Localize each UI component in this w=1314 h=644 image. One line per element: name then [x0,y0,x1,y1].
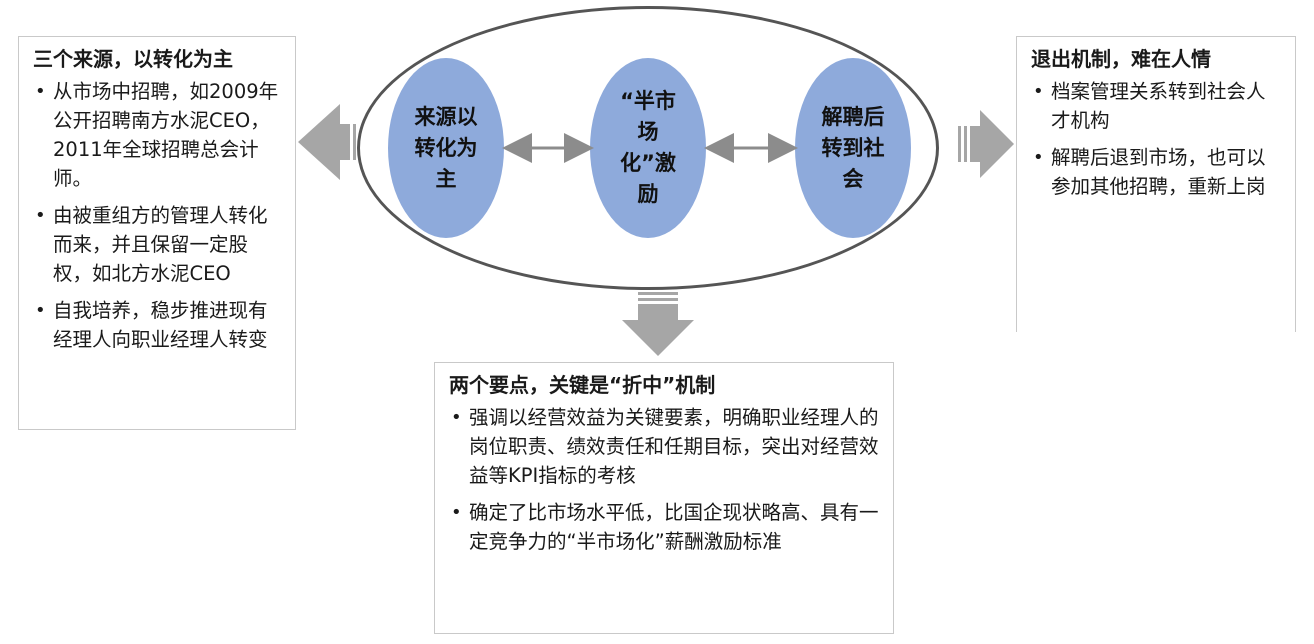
list-item: 解聘后退到市场，也可以参加其他招聘，重新上岗 [1031,143,1281,201]
node-sources: 来源以转化为主 [388,58,504,238]
node-exit: 解聘后转到社会 [795,58,911,238]
list-item: 从市场中招聘，如2009年公开招聘南方水泥CEO，2011年全球招聘总会计师。 [33,77,281,193]
bottom-box-list: 强调以经营效益为关键要素，明确职业经理人的岗位职责、绩效责任和任期目标，突出对经… [449,403,879,556]
list-item: 确定了比市场水平低，比国企现状略高、具有一定竞争力的“半市场化”薪酬激励标准 [449,498,879,556]
left-block-arrow [298,104,356,180]
right-box-title: 退出机制，难在人情 [1031,47,1211,71]
right-block-arrow [958,110,1014,178]
down-block-arrow [622,292,694,356]
left-box: 三个来源，以转化为主 从市场中招聘，如2009年公开招聘南方水泥CEO，2011… [18,36,296,430]
left-box-title: 三个来源，以转化为主 [33,47,233,71]
bottom-box-title: 两个要点，关键是“折中”机制 [449,373,716,397]
list-item: 强调以经营效益为关键要素，明确职业经理人的岗位职责、绩效责任和任期目标，突出对经… [449,403,879,490]
left-box-list: 从市场中招聘，如2009年公开招聘南方水泥CEO，2011年全球招聘总会计师。 … [33,77,281,354]
bottom-box: 两个要点，关键是“折中”机制 强调以经营效益为关键要素，明确职业经理人的岗位职责… [434,362,894,634]
node-incentive: “半市场化”激励 [590,58,706,238]
right-box: 退出机制，难在人情 档案管理关系转到社会人才机构 解聘后退到市场，也可以参加其他… [1016,36,1296,332]
right-box-list: 档案管理关系转到社会人才机构 解聘后退到市场，也可以参加其他招聘，重新上岗 [1031,77,1281,201]
list-item: 自我培养，稳步推进现有经理人向职业经理人转变 [33,296,281,354]
node-sources-label: 来源以转化为主 [414,104,478,191]
list-item: 档案管理关系转到社会人才机构 [1031,77,1281,135]
node-incentive-label: “半市场化”激励 [620,89,676,206]
list-item: 由被重组方的管理人转化而来，并且保留一定股权，如北方水泥CEO [33,201,281,288]
node-exit-label: 解聘后转到社会 [821,104,885,191]
